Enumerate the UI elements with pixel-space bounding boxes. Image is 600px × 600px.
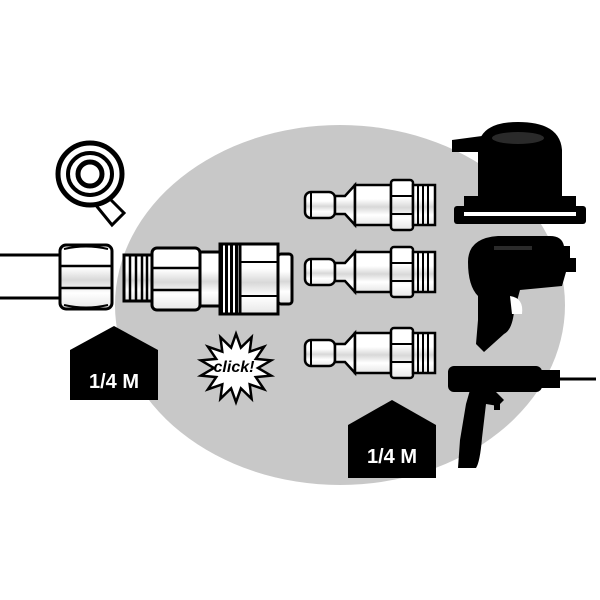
orbital-sander-icon <box>452 122 586 224</box>
air-drill-icon <box>448 366 596 468</box>
ptfe-tape-roll-icon <box>55 140 127 228</box>
hose-hex-nut <box>58 243 114 311</box>
air-hose <box>0 253 62 300</box>
click-burst: click! <box>196 330 276 406</box>
impact-wrench-icon <box>468 236 576 352</box>
quick-coupler <box>122 242 294 316</box>
click-label: click! <box>214 359 256 376</box>
thread-size-tag-right: 1/4 M <box>348 400 436 478</box>
background-ellipse <box>115 125 565 485</box>
thread-size-tag-left: 1/4 M <box>70 326 158 400</box>
thread-size-label-left: 1/4 M <box>89 371 139 393</box>
thread-size-label-right: 1/4 M <box>367 446 417 468</box>
